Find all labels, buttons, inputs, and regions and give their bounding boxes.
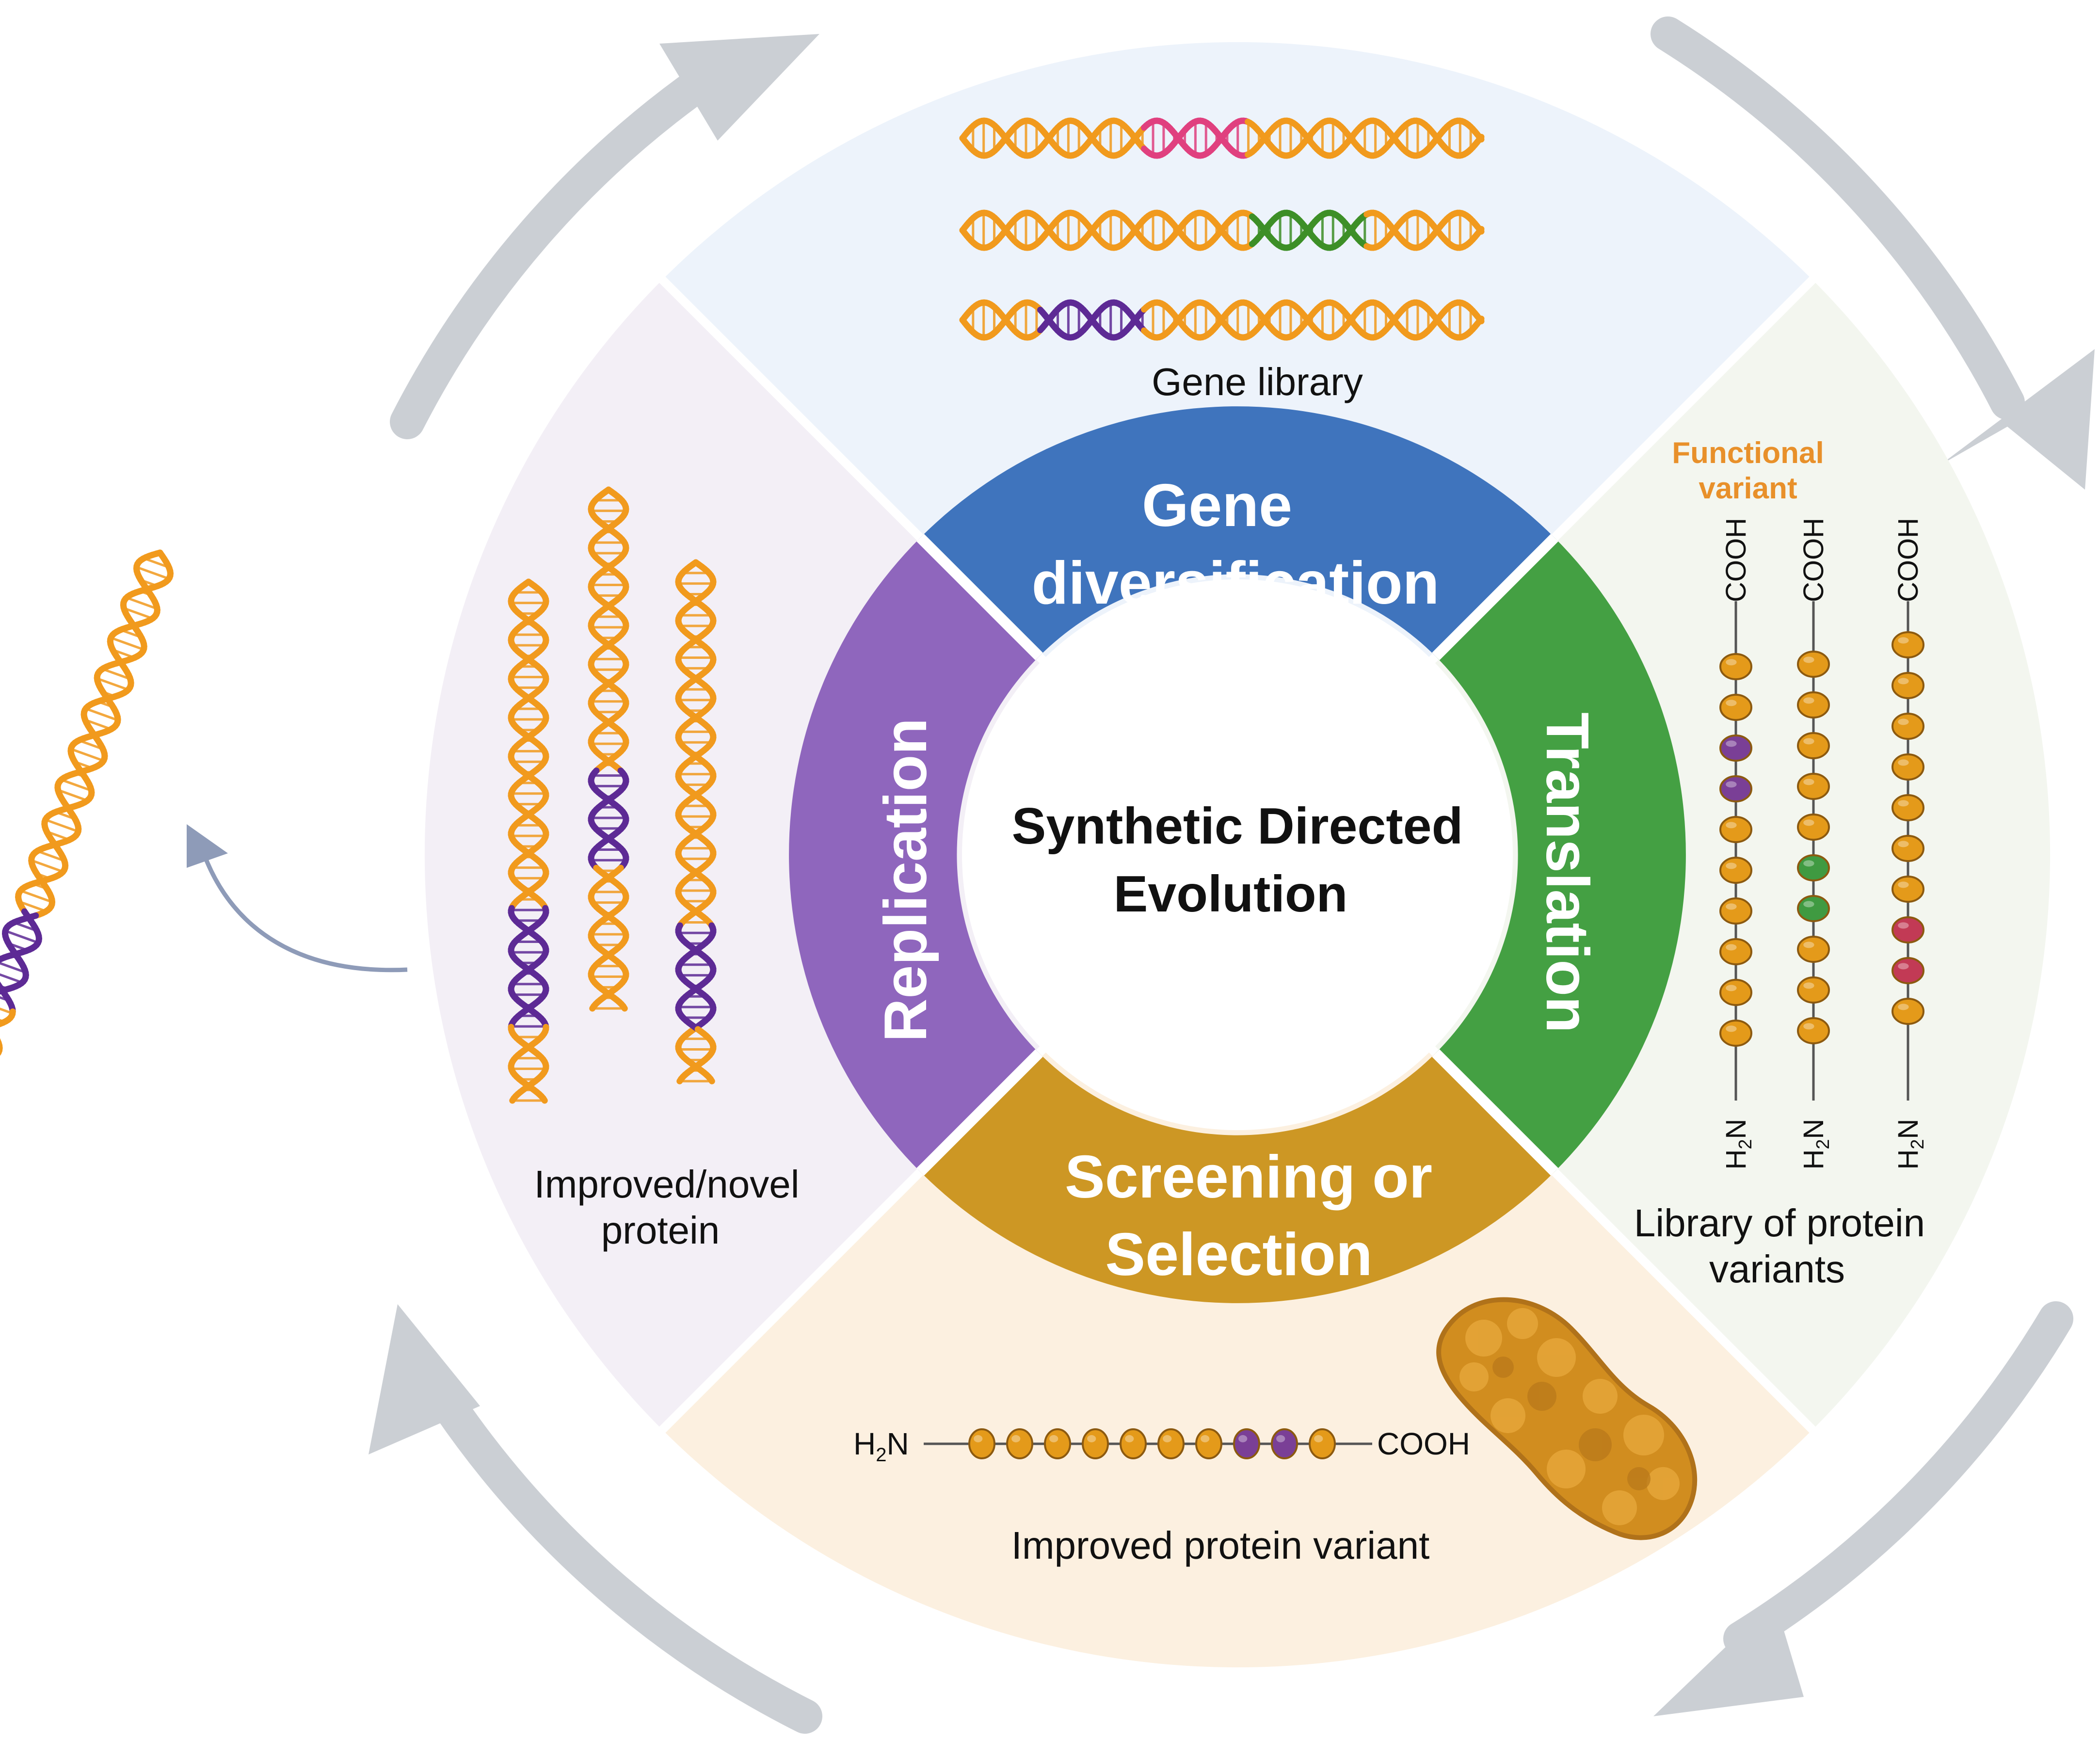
folded-protein-icon	[1436, 1297, 1698, 1540]
functional-variant-line1: Functional	[1672, 436, 1824, 470]
cycle-arrow-icon	[1653, 1301, 2073, 1716]
improved-chain-cooh: COOH	[1377, 1426, 1470, 1461]
stage-gene-diversification	[920, 406, 1555, 656]
output-dna	[0, 549, 174, 1056]
dna-helix-icon	[959, 209, 1485, 251]
protein-variant-library: COOH H2N COOH H2N COOH H2N	[1719, 518, 1928, 1170]
stage-ring	[789, 406, 1686, 1303]
improved-protein-caption: Improved protein variant	[1011, 1524, 1430, 1567]
dna-helix-icon	[959, 117, 1485, 159]
protein-bead-chain-icon	[1892, 631, 1924, 1025]
protein-bead-chain-icon	[968, 1428, 1336, 1459]
dna-helix-icon	[508, 578, 549, 1104]
stage-label-translation: Translation	[1534, 712, 1601, 1033]
improved-chain-h2n: H2N	[853, 1426, 909, 1466]
protein-library-caption-line1: Library of protein	[1634, 1201, 1925, 1245]
cooh-label: COOH	[1798, 518, 1829, 602]
center-title-line2: Evolution	[1114, 865, 1348, 923]
protein-bead-chain-icon	[1797, 651, 1830, 1044]
cycle-arrows	[369, 16, 2095, 1734]
gene-library	[959, 117, 1485, 341]
stage-label-screening-line1: Screening or	[1065, 1144, 1432, 1211]
dna-helix-icon	[959, 299, 1485, 341]
protein-library-caption-line2: variants	[1709, 1247, 1845, 1291]
replicated-dna	[508, 486, 717, 1104]
stage-screening	[920, 1053, 1555, 1303]
stage-label-gene-line2: diversification	[1032, 550, 1440, 617]
cooh-label: COOH	[1892, 518, 1924, 602]
cycle-arrow-icon	[1651, 16, 2095, 490]
dna-helix-icon	[0, 549, 174, 1056]
cooh-label: COOH	[1720, 518, 1752, 602]
protein-bead-chain-icon	[1719, 653, 1752, 1047]
h2n-label: H2N	[1720, 1119, 1756, 1170]
stage-translation	[1436, 538, 1686, 1172]
functional-variant-line2: variant	[1699, 472, 1797, 505]
cycle-arrow-icon	[369, 1304, 822, 1734]
stage-label-replication: Replication	[872, 718, 939, 1042]
stage-label-gene-line1: Gene	[1142, 472, 1292, 539]
h2n-label: H2N	[1798, 1119, 1833, 1170]
gene-library-caption: Gene library	[1152, 360, 1363, 403]
improved-novel-caption-line1: Improved/novel	[534, 1163, 800, 1206]
protein-variant-column: COOH H2N	[1892, 518, 1928, 1169]
improved-novel-caption-line2: protein	[601, 1209, 720, 1252]
output-arrow-icon	[201, 852, 408, 973]
stage-replication	[789, 538, 1039, 1172]
stage-label-screening-line2: Selection	[1105, 1221, 1372, 1288]
dna-helix-icon	[675, 559, 717, 1085]
improved-protein-chain	[924, 1428, 1372, 1459]
dna-helix-icon	[588, 486, 629, 1012]
cycle-arrow-icon	[390, 34, 819, 439]
output-arrowhead	[187, 824, 228, 868]
center-disc	[962, 579, 1513, 1130]
protein-variant-column: COOH H2N	[1719, 518, 1756, 1170]
h2n-label: H2N	[1892, 1119, 1928, 1170]
center-title-line1: Synthetic Directed	[1012, 798, 1463, 855]
protein-variant-column: COOH H2N	[1797, 518, 1833, 1170]
